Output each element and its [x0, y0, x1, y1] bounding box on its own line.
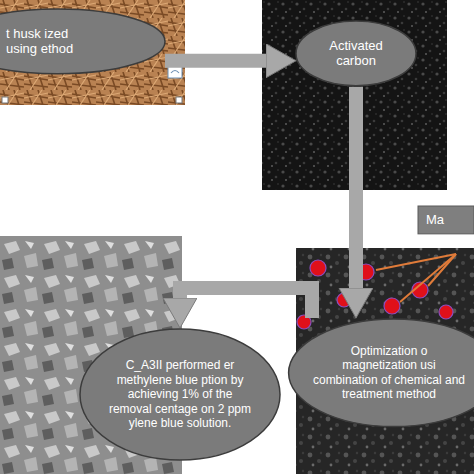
- oval-shape: [0, 9, 165, 74]
- node-text: Optimization o magnetization usi combina…: [312, 344, 466, 403]
- pointer-arrows: [376, 254, 456, 302]
- flow-arrow: [165, 54, 270, 68]
- box-shape: [418, 206, 474, 234]
- node-text: t husk ized using ethod: [6, 26, 85, 58]
- oval-shape: [296, 21, 416, 86]
- magnetic-particles: [297, 260, 453, 329]
- label-box: Ma: [418, 206, 474, 234]
- process-oval: Activated carbon: [296, 20, 416, 87]
- node-text: Ma: [426, 212, 470, 228]
- node-text: Activated carbon: [308, 38, 404, 70]
- flow-arrow: [180, 288, 312, 318]
- selection-handle: [176, 97, 182, 103]
- process-oval: Optimization o magnetization usi combina…: [294, 318, 474, 428]
- selection-handle: [2, 97, 8, 103]
- oval-shape: [289, 319, 474, 427]
- node-text: C_A3II performed er methylene blue ption…: [105, 358, 255, 431]
- process-oval: t husk ized using ethod: [0, 8, 165, 75]
- selection-icon: [171, 71, 179, 74]
- flow-arrow: [349, 87, 363, 292]
- oval-shape: [80, 329, 280, 460]
- process-oval: C_A3II performed er methylene blue ption…: [80, 328, 280, 461]
